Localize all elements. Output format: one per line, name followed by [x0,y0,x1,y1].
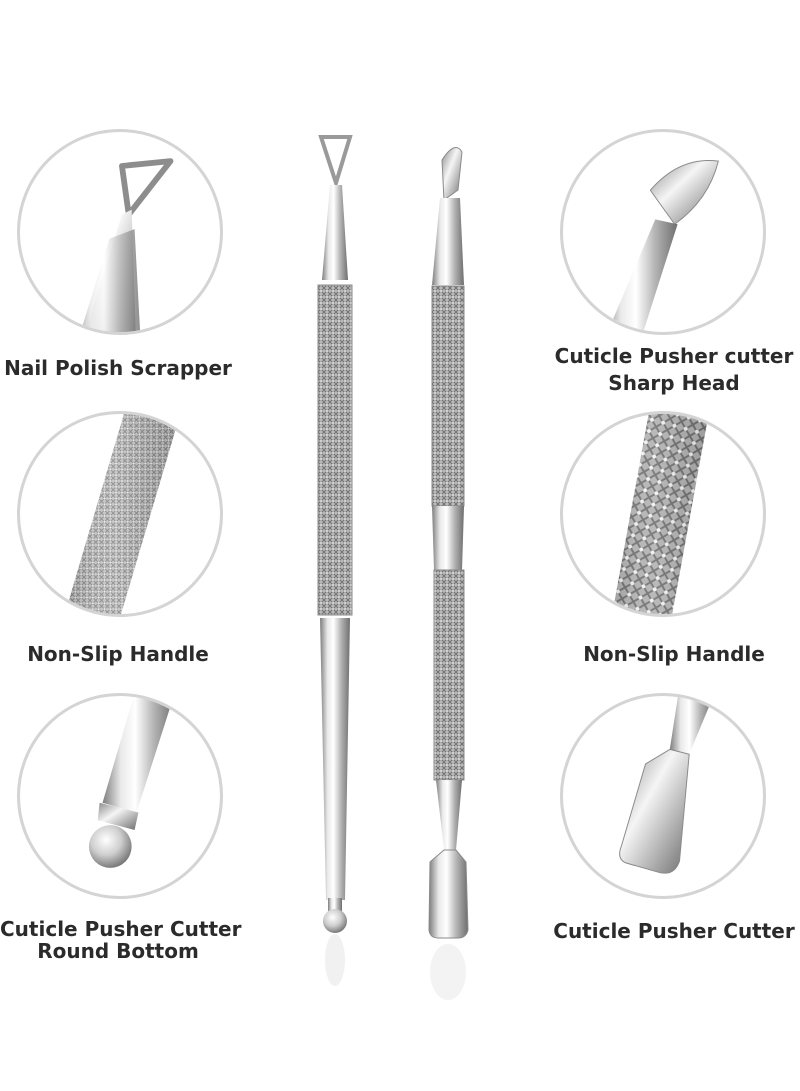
label-sharp-head: Cuticle Pusher cutter Sharp Head [548,343,800,397]
label-nail-polish-scrapper: Nail Polish Scrapper [4,356,232,380]
label-sharp-head-line1: Cuticle Pusher cutter [554,344,794,368]
detail-circle-pusher-cutter [560,693,766,899]
detail-circle-handle-left [17,411,223,617]
detail-circle-handle-right [560,411,766,617]
label-sharp-head-line2: Sharp Head [608,371,740,395]
label-round-bottom: Cuticle Pusher Cutter Round Bottom [0,918,241,963]
flat-spade-icon [619,748,690,874]
label-non-slip-handle-right: Non-Slip Handle [583,642,765,666]
label-non-slip-handle-left: Non-Slip Handle [27,642,209,666]
triangle-loop-icon [318,135,353,190]
label-round-bottom-line1: Cuticle Pusher Cutter [0,917,242,941]
detail-circle-scrapper [17,129,223,335]
detail-circle-round-bottom [17,693,223,899]
triangle-loop-icon [119,158,174,218]
label-pusher-cutter: Cuticle Pusher Cutter [553,919,795,943]
label-round-bottom-line2: Round Bottom [37,939,199,963]
sharp-head-icon [649,160,719,225]
ball-tip-icon [88,825,132,868]
detail-circle-sharp-head [560,129,766,335]
